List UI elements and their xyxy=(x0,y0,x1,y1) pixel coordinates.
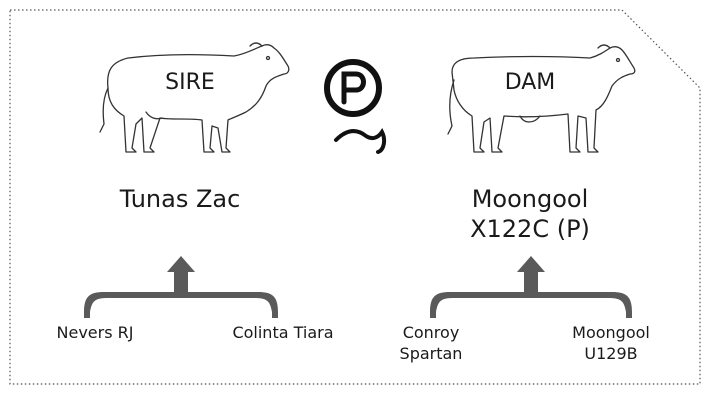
dam-parent-2-line-2: U129B xyxy=(584,344,638,363)
dam-parent-1-line-1: Conroy xyxy=(402,323,460,342)
polled-p-icon xyxy=(324,59,387,154)
dam-name-line-1: Moongool xyxy=(471,185,589,213)
dam-bracket xyxy=(430,256,632,318)
bull-silhouette-icon xyxy=(99,42,290,153)
dam-parent-1-line-2: Spartan xyxy=(399,344,463,363)
dam-parent-2: Moongool U129B xyxy=(556,322,666,364)
dam-name: Moongool X122C (P) xyxy=(430,184,630,244)
sire-name: Tunas Zac xyxy=(119,185,241,213)
sire-parent-2: Colinta Tiara xyxy=(232,323,334,342)
sire-label: SIRE xyxy=(165,70,215,95)
cow-silhouette-icon xyxy=(447,44,636,153)
dam-parent-1: Conroy Spartan xyxy=(386,322,476,364)
sire-bracket xyxy=(84,256,278,318)
dam-label: DAM xyxy=(504,70,556,95)
sire-parent-1: Nevers RJ xyxy=(56,323,134,342)
dam-parent-2-line-1: Moongool xyxy=(572,323,650,342)
dam-name-line-2: X122C (P) xyxy=(470,215,590,243)
